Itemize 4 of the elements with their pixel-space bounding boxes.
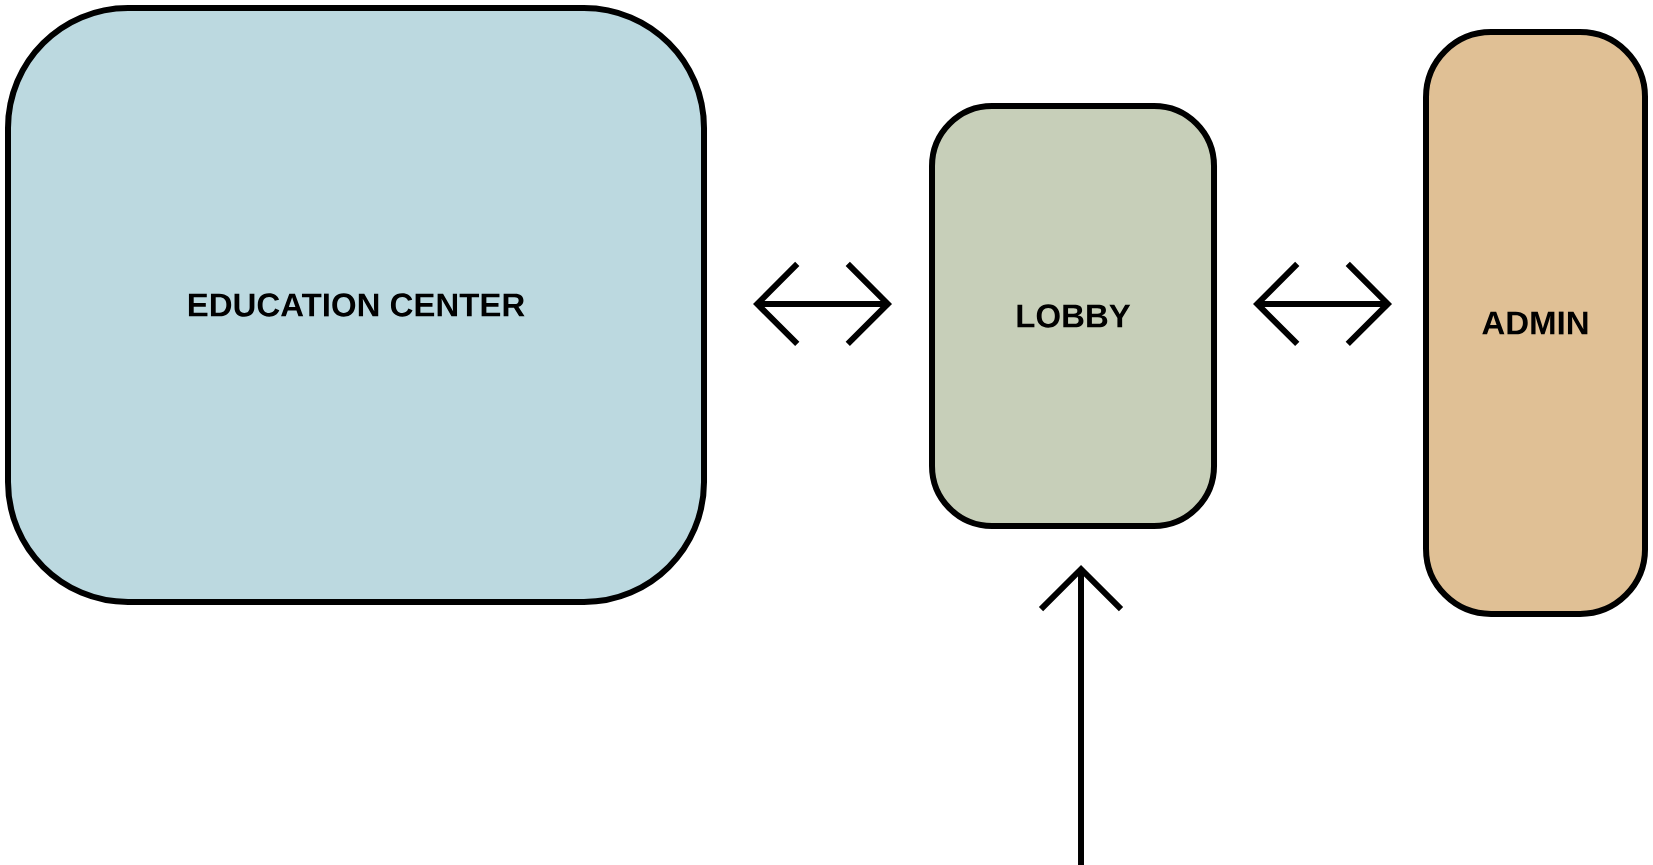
arrow [1038,565,1124,865]
room-box: LOBBY [929,103,1217,529]
room-box: ADMIN [1423,29,1648,617]
room-box: EDUCATION CENTER [5,5,707,605]
